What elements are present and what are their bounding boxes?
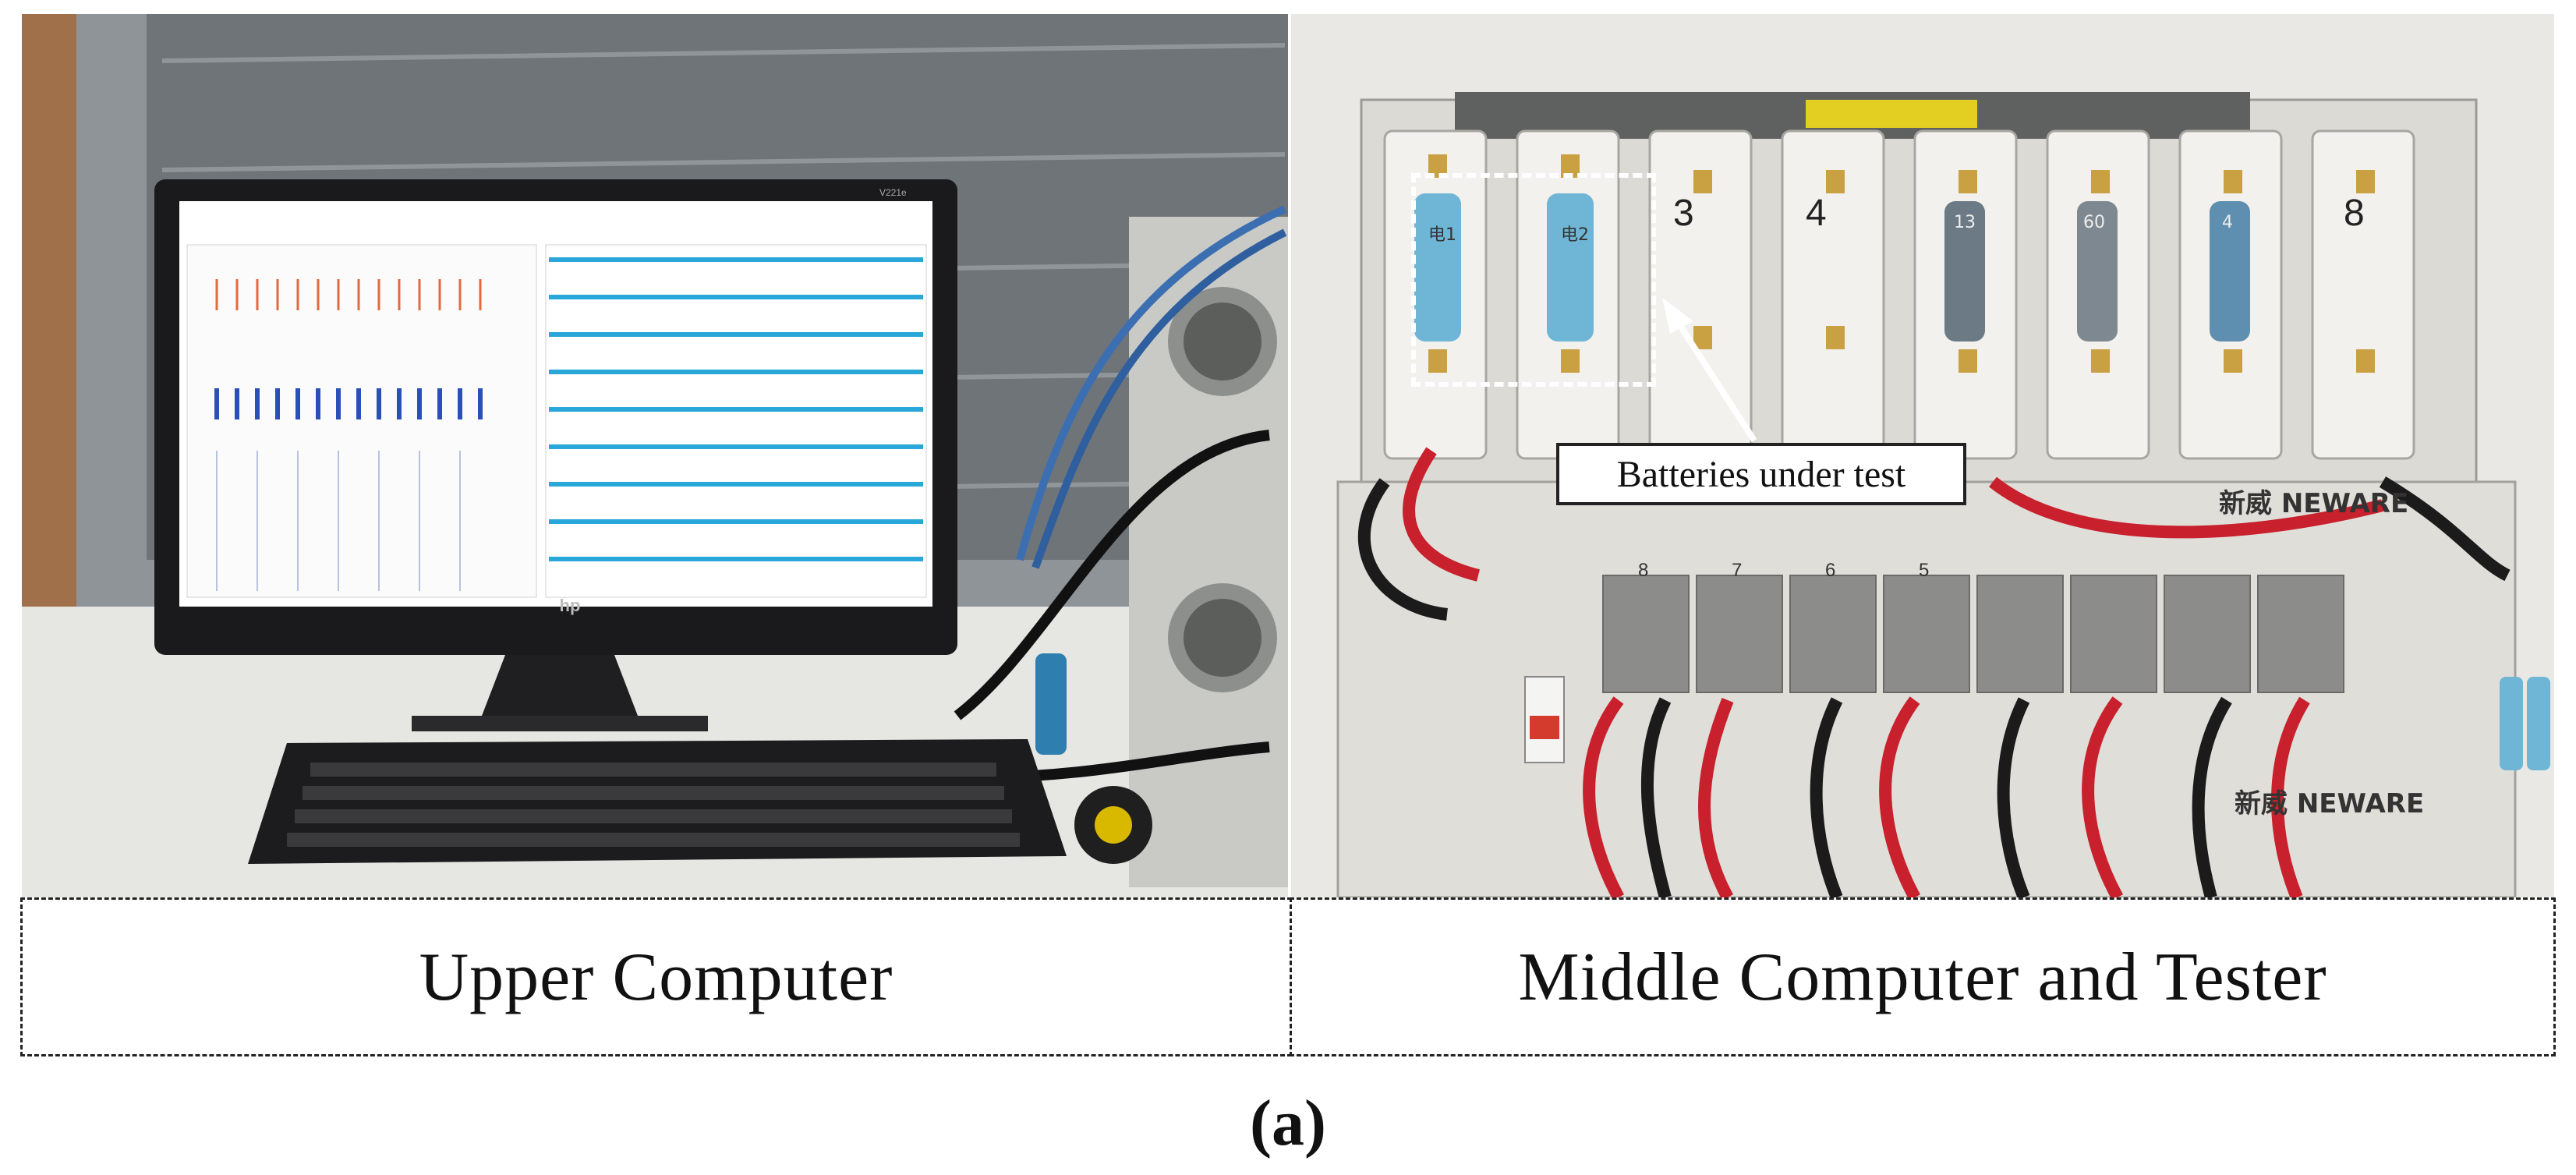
channel-number: 7 bbox=[1732, 560, 1743, 581]
battery-label: 13 bbox=[1954, 213, 1976, 232]
caption-upper-computer: Upper Computer bbox=[419, 939, 893, 1015]
battery-label: 60 bbox=[2083, 213, 2105, 232]
callout-label: Batteries under test bbox=[1556, 443, 1966, 505]
caption-row: Upper Computer Middle Computer and Teste… bbox=[20, 897, 2556, 1060]
upper-computer-illustration bbox=[22, 14, 1288, 897]
battery-label: 电2 bbox=[1561, 225, 1589, 245]
batteries-highlight-box bbox=[1411, 173, 1656, 387]
callout-arrow bbox=[1662, 298, 1757, 443]
slot-number: 3 bbox=[1673, 193, 1694, 234]
monitor-logo: hp bbox=[559, 596, 581, 615]
battery-label: 电1 bbox=[1428, 225, 1456, 245]
caption-middle-computer-tester: Middle Computer and Tester bbox=[1518, 939, 2327, 1015]
channel-number: 6 bbox=[1825, 560, 1836, 581]
caption-box-upper-computer: Upper Computer bbox=[20, 897, 1292, 1056]
photo-middle-computer-tester: 3 4 8 8 7 6 5 新威 NEWARE 新威 NEWARE 电1 电2 … bbox=[1291, 14, 2554, 897]
subfigure-label: (a) bbox=[1250, 1087, 1326, 1159]
neware-logo: 新威 NEWARE bbox=[2219, 488, 2409, 519]
battery-label: 4 bbox=[2222, 213, 2233, 232]
neware-logo: 新威 NEWARE bbox=[2235, 788, 2425, 819]
channel-number: 8 bbox=[1638, 560, 1649, 581]
slot-number: 8 bbox=[2344, 193, 2365, 234]
caption-box-middle-computer-tester: Middle Computer and Tester bbox=[1290, 897, 2556, 1056]
slot-number: 4 bbox=[1806, 193, 1827, 234]
photo-upper-computer: hp V221e bbox=[22, 14, 1288, 897]
monitor-model: V221e bbox=[879, 187, 907, 198]
channel-number: 5 bbox=[1919, 560, 1930, 581]
